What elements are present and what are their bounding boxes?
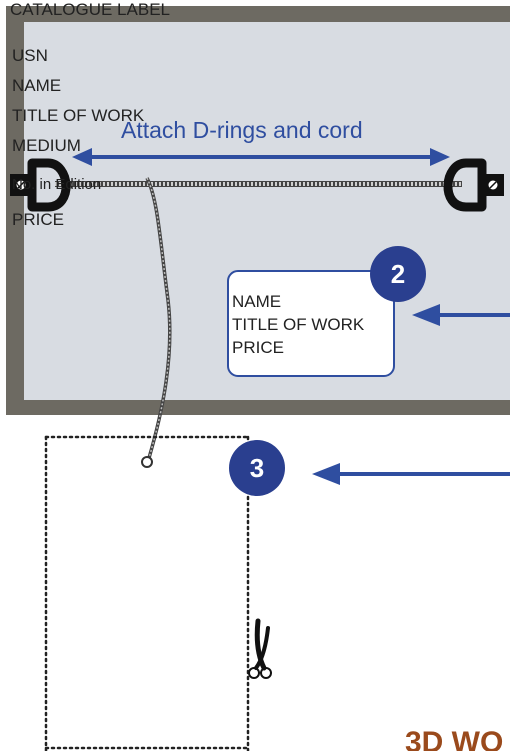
catalogue-field-title: TITLE OF WORK	[12, 106, 145, 125]
step-3-number: 3	[249, 453, 265, 483]
catalogue-field-price: PRICE	[12, 210, 64, 229]
back-label-name: NAME	[232, 292, 282, 311]
back-label-text: NAME TITLE OF WORK PRICE	[232, 290, 392, 359]
catalogue-field-edition: No. in Edition	[12, 176, 102, 193]
catalogue-field-name: NAME	[12, 76, 62, 95]
step-2-arrow	[412, 304, 510, 326]
catalogue-field-medium: MEDIUM	[12, 136, 81, 155]
back-label-price: PRICE	[232, 338, 284, 357]
back-label-box	[227, 270, 395, 377]
right-d-ring-icon	[443, 158, 504, 212]
step-2-number: 2	[390, 259, 406, 289]
catalogue-label-title: CATALOGUE LABEL	[10, 0, 170, 19]
step-3-arrow	[312, 463, 510, 485]
left-d-ring-icon	[10, 158, 71, 212]
label-hole	[141, 456, 153, 468]
catalogue-label-outline	[44, 435, 250, 751]
catalogue-field-usn: USN	[12, 46, 48, 65]
back-label-title: TITLE OF WORK	[232, 315, 365, 334]
section-heading-partial: 3D WO	[405, 726, 504, 751]
attach-d-rings-label: Attach D-rings and cord	[121, 117, 363, 143]
step-2-badge	[370, 246, 426, 302]
scissors-icon	[248, 618, 272, 679]
attach-double-arrow	[72, 148, 450, 166]
step-3-badge	[229, 440, 285, 496]
